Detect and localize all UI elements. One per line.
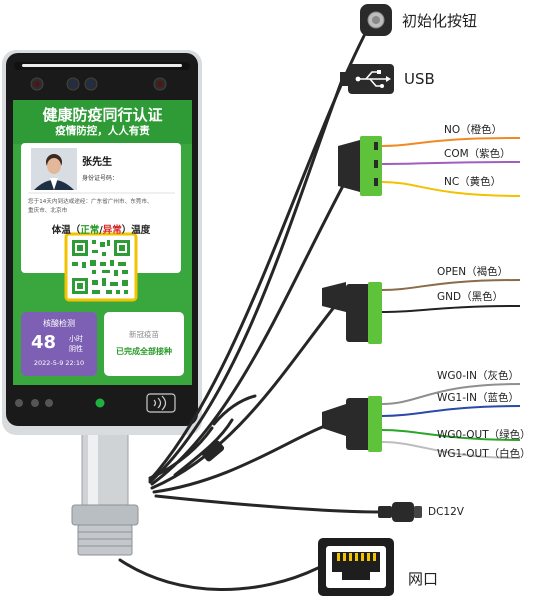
- temperature-line: 体温（正常/异常）温度: [51, 225, 151, 236]
- banner-title: 健康防疫同行认证: [42, 106, 163, 124]
- nucleic-tile: [21, 312, 97, 376]
- travel-line-2: 重庆市、北京市: [28, 208, 68, 214]
- label-wg0-out: WG0-OUT（绿色）: [437, 429, 531, 441]
- cable-joint: [201, 440, 225, 462]
- relay-connector: [338, 140, 360, 192]
- card-reader-icon: [146, 393, 176, 413]
- nucleic-unit: 小时: [69, 335, 83, 343]
- label-wg0-in: WG0-IN（灰色）: [437, 370, 519, 382]
- nucleic-date: 2022-5-9 22:10: [33, 359, 85, 367]
- relay-wires: [381, 137, 521, 197]
- nucleic-hours: 48: [31, 332, 57, 353]
- stand-pole-highlight: [88, 430, 98, 522]
- door-wires: [381, 279, 521, 313]
- label-wg1-out: WG1-OUT（白色）: [437, 448, 531, 460]
- stand-thread: [77, 524, 133, 556]
- travel-line-1: 您于14天内到达或途经：广东省广州市、东莞市、: [28, 199, 153, 205]
- label-dc12v: DC12V: [428, 506, 464, 518]
- vaccine-status: 已完成全部接种: [116, 347, 172, 356]
- nucleic-result: 阴性: [69, 345, 83, 353]
- stand-nut: [71, 504, 139, 526]
- label-open: OPEN（褐色）: [437, 266, 509, 278]
- vaccine-title: 新冠疫苗: [129, 330, 159, 339]
- dc-jack-icon: [378, 506, 392, 518]
- label-reset-button: 初始化按钮: [402, 12, 478, 30]
- label-nc: NC（黄色）: [444, 176, 502, 188]
- status-led: [95, 398, 105, 408]
- label-usb: USB: [404, 70, 435, 88]
- wiegand-wires: [381, 383, 521, 459]
- nucleic-title: 核酸检测: [43, 319, 75, 328]
- banner-subtitle: 疫情防控，人人有责: [55, 125, 150, 137]
- label-com: COM（紫色）: [444, 148, 511, 160]
- person-name: 张先生: [82, 157, 112, 168]
- wiegand-connector: [322, 404, 346, 436]
- id-label: 身份证号码：: [82, 175, 119, 182]
- label-wg1-in: WG1-IN（蓝色）: [437, 392, 519, 404]
- label-gnd: GND（黑色）: [437, 291, 504, 303]
- door-connector: [322, 282, 346, 312]
- vaccine-tile: [104, 312, 184, 376]
- label-no: NO（橙色）: [444, 124, 503, 136]
- label-ethernet: 网口: [408, 570, 439, 588]
- qr-pattern: [72, 240, 130, 294]
- light-bar: [22, 64, 182, 67]
